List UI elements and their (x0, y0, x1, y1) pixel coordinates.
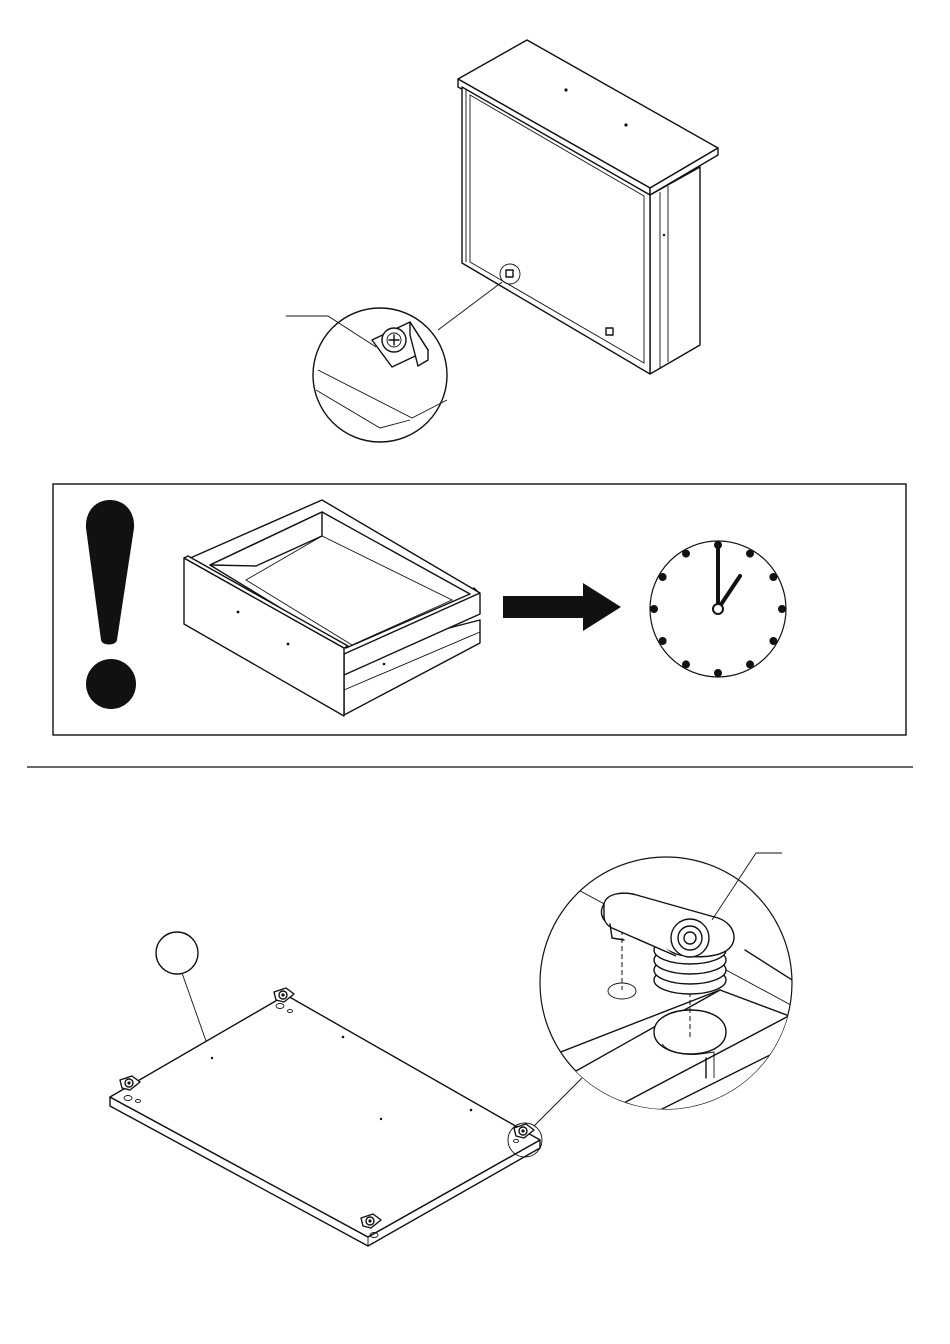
bracket-small (506, 270, 513, 277)
clock-hour-dot (746, 660, 754, 668)
clock-hour-dot (746, 550, 754, 558)
arrow-right-icon (503, 583, 621, 631)
bracket-detail-callout (286, 308, 447, 442)
clock-hour-dot (659, 637, 667, 645)
panel-illustration (110, 988, 582, 1246)
part-number-circle (156, 932, 198, 974)
clock-hour-dot (659, 573, 667, 581)
clock-hour-dot (769, 573, 777, 581)
clock-hour-dot (682, 660, 690, 668)
part-number-callout (156, 932, 212, 1058)
cabinet-side-panel (650, 167, 700, 374)
cam-detail-callout (540, 853, 800, 1120)
clock-hour-dot (682, 550, 690, 558)
bracket-small (606, 328, 613, 335)
detail-circle (313, 308, 447, 442)
clock-hour-dot (778, 605, 786, 613)
clock-hour-dot (769, 637, 777, 645)
clock-hour-dot (714, 669, 722, 677)
clock-icon (650, 541, 786, 677)
clock-hour-dot (650, 605, 658, 613)
drawer-illustration (184, 500, 480, 716)
exclamation-icon (86, 500, 136, 709)
shelf-panel (110, 995, 540, 1237)
cabinet-illustration (438, 40, 718, 374)
